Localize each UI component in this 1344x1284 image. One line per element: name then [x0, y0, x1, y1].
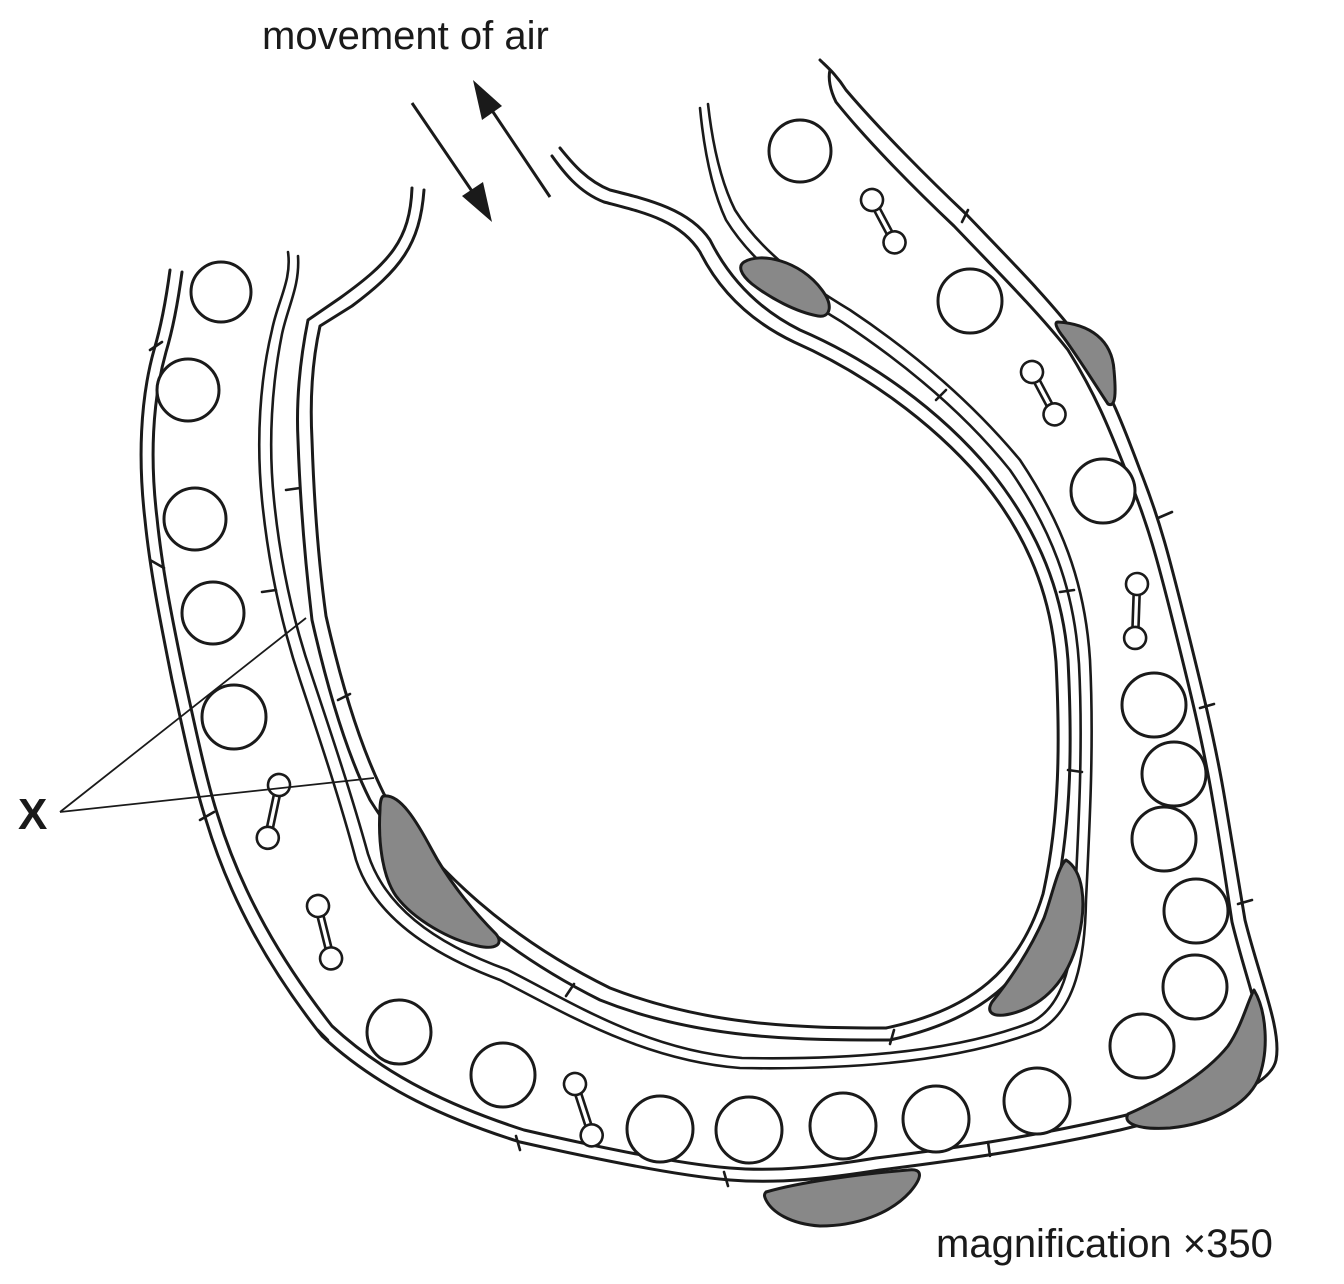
nucleus	[378, 794, 501, 949]
cell-nuclei	[378, 256, 1267, 1228]
junction	[564, 982, 576, 998]
red-blood-cell	[1161, 953, 1229, 1021]
dumbbell	[859, 187, 907, 255]
x-leader-line-upper	[59, 617, 307, 813]
red-blood-cell	[1108, 1012, 1176, 1080]
red-blood-cell	[1162, 877, 1230, 945]
cell-junctions	[148, 208, 1254, 1188]
red-blood-cell	[767, 118, 833, 184]
red-blood-cell	[180, 580, 246, 646]
arrow-inward-head	[462, 182, 492, 222]
alveolus-wall	[295, 146, 1072, 1042]
junction	[1066, 768, 1084, 774]
red-blood-cell	[162, 486, 228, 552]
red-blood-cell	[469, 1041, 537, 1109]
junction	[986, 1140, 992, 1158]
dumbbell	[255, 772, 292, 851]
junction	[888, 1028, 896, 1046]
nucleus	[739, 256, 831, 318]
capillary-inner-wall-b	[269, 106, 1082, 1060]
red-blood-cell	[1140, 740, 1208, 808]
nucleus	[763, 1168, 921, 1228]
red-blood-cell	[936, 267, 1004, 335]
red-blood-cell	[365, 998, 433, 1066]
junction	[316, 1028, 330, 1042]
red-blood-cell	[625, 1094, 695, 1164]
nucleus	[1125, 988, 1267, 1130]
red-blood-cell	[155, 357, 221, 423]
x-leader-lines	[59, 617, 375, 813]
junction	[514, 1134, 522, 1152]
red-blood-cell	[1069, 457, 1137, 525]
junction	[934, 388, 948, 402]
red-blood-cell	[189, 260, 253, 324]
dumbbell	[1122, 571, 1150, 651]
red-blood-cells	[155, 118, 1230, 1165]
alveolus-wall-inner	[295, 146, 1072, 1042]
junction	[1198, 702, 1216, 710]
arrow-outward	[485, 102, 552, 198]
red-blood-cell	[1130, 805, 1198, 873]
red-blood-cell	[714, 1095, 784, 1165]
nucleus	[988, 858, 1085, 1017]
junction	[260, 588, 278, 594]
dumbbell	[1019, 359, 1067, 427]
junction	[960, 208, 970, 224]
dumbbell-structures	[255, 187, 1150, 1148]
red-blood-cell	[901, 1084, 971, 1154]
junction	[1156, 510, 1174, 520]
dumbbell	[305, 893, 344, 971]
x-label: X	[18, 790, 48, 839]
capillary-inner-wall-a	[257, 102, 1093, 1070]
red-blood-cell	[808, 1091, 878, 1161]
junction	[148, 340, 164, 352]
air-movement-arrows	[410, 80, 552, 222]
junction	[722, 1170, 730, 1188]
red-blood-cell	[1120, 671, 1188, 739]
junction	[148, 558, 166, 570]
dumbbell	[562, 1071, 604, 1148]
junction	[1058, 588, 1076, 594]
alveolus-wall-outer	[309, 154, 1060, 1030]
arrow-outward-head	[473, 80, 502, 120]
red-blood-cell	[200, 683, 268, 751]
magnification-label: magnification ×350	[936, 1222, 1273, 1266]
nucleus	[1054, 320, 1117, 407]
junction	[198, 810, 216, 822]
x-leader-line-lower	[59, 777, 375, 813]
red-blood-cell	[1002, 1066, 1072, 1136]
movement-of-air-label: movement of air	[262, 14, 549, 58]
junction	[1236, 898, 1254, 906]
junction	[284, 486, 302, 492]
arrow-inward	[410, 102, 480, 201]
junction	[336, 692, 352, 702]
